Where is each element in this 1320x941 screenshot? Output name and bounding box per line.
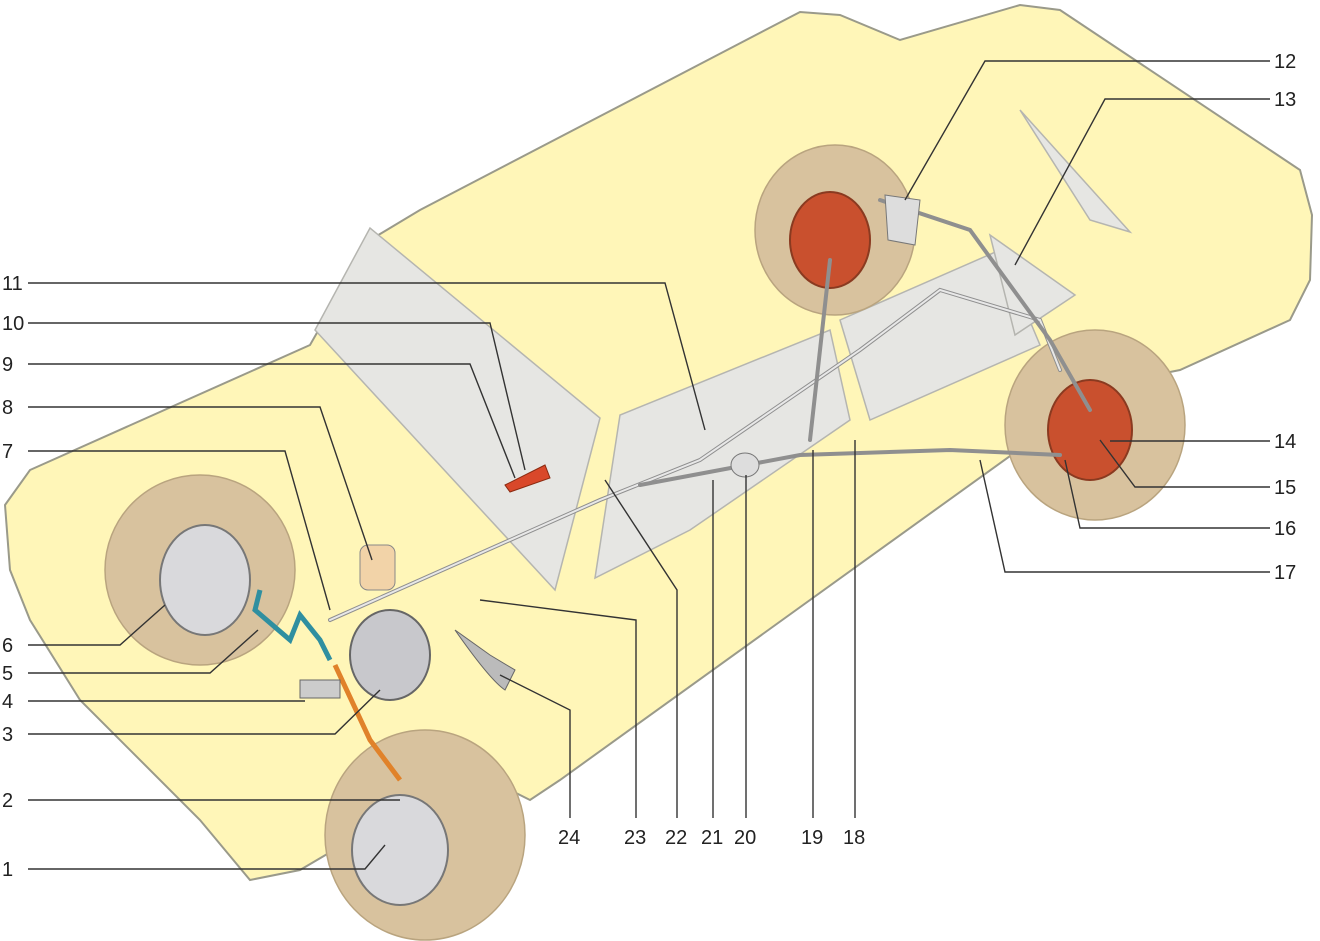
callout-7: 7	[2, 441, 13, 463]
rear-right-wheel	[1004, 329, 1186, 521]
callout-4: 4	[2, 691, 13, 713]
callout-23: 23	[624, 827, 646, 849]
pressure-regulator	[884, 194, 921, 246]
reservoir	[359, 544, 396, 591]
leader-lines	[28, 60, 1270, 870]
rear-left-wheel	[754, 144, 916, 316]
callout-5: 5	[2, 663, 13, 685]
callout-20: 20	[734, 827, 756, 849]
callout-15: 15	[1274, 477, 1296, 499]
callout-12: 12	[1274, 51, 1296, 73]
callout-1: 1	[2, 859, 13, 881]
callout-11: 11	[2, 273, 23, 295]
callout-10: 10	[2, 313, 24, 335]
callout-24: 24	[558, 827, 580, 849]
callout-18: 18	[843, 827, 865, 849]
callout-19: 19	[801, 827, 823, 849]
callout-6: 6	[2, 635, 13, 657]
master-cylinder	[299, 679, 341, 699]
callout-8: 8	[2, 397, 13, 419]
callout-16: 16	[1274, 518, 1296, 540]
callout-3: 3	[2, 724, 13, 746]
side-window	[1019, 109, 1133, 234]
callout-9: 9	[2, 354, 13, 376]
parking-brake-handle	[504, 464, 551, 493]
brake-lines	[252, 198, 1092, 782]
car-body	[3, 3, 1314, 882]
callout-labels: 1 2 3 4 5 6 7 8 9 10 11 12 13 14 15 16 1…	[2, 51, 1296, 881]
callout-22: 22	[665, 827, 687, 849]
callout-21: 21	[701, 827, 723, 849]
floor-panel-front	[594, 328, 851, 580]
callout-14: 14	[1274, 431, 1296, 453]
vacuum-booster	[349, 609, 431, 701]
windshield	[314, 226, 601, 592]
floor-panel-rear	[839, 249, 1041, 422]
front-right-wheel	[324, 729, 526, 941]
callout-13: 13	[1274, 89, 1296, 111]
cable-guide	[730, 452, 760, 478]
front-left-wheel	[104, 474, 296, 666]
callout-2: 2	[2, 790, 13, 812]
callout-17: 17	[1274, 562, 1296, 584]
